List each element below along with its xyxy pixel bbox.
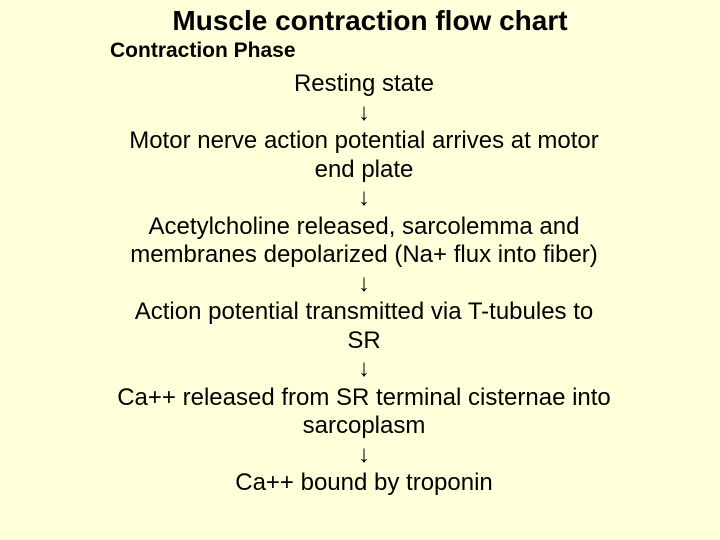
flow-step: Ca++ released from SR terminal cisternae… [114, 384, 614, 441]
flow-chart: Resting state↓Motor nerve action potenti… [114, 70, 614, 498]
down-arrow-icon: ↓ [358, 440, 370, 468]
flow-step-line: Action potential transmitted via T-tubul… [134, 298, 594, 325]
slide-subtitle: Contraction Phase [110, 39, 296, 62]
flow-step-line: end plate [314, 155, 414, 183]
down-arrow-icon: ↓ [358, 355, 370, 382]
down-arrow-icon: ↓ [358, 184, 370, 211]
flow-step-line: sarcoplasm [302, 412, 426, 439]
flow-step: Motor nerve action potential arrives at … [114, 127, 614, 184]
flow-step: Ca++ bound by troponin [114, 469, 614, 498]
flow-step-line: membranes depolarized (Na+ flux into fib… [130, 241, 598, 268]
down-arrow-icon: ↓ [358, 269, 370, 297]
flow-step: Action potential transmitted via T-tubul… [114, 298, 614, 355]
flow-step-line: Ca++ released from SR terminal cisternae… [117, 383, 611, 411]
flow-step-line: Ca++ bound by troponin [235, 469, 493, 496]
flow-step-line: SR [347, 326, 381, 354]
flow-step-line: Acetylcholine released, sarcolemma and [148, 212, 580, 240]
flow-step-line: Resting state [293, 70, 435, 97]
flow-step-line: Motor nerve action potential arrives at … [129, 127, 599, 154]
slide-title: Muscle contraction flow chart [172, 5, 568, 36]
flow-step: Resting state [114, 70, 614, 99]
down-arrow-icon: ↓ [358, 98, 370, 126]
